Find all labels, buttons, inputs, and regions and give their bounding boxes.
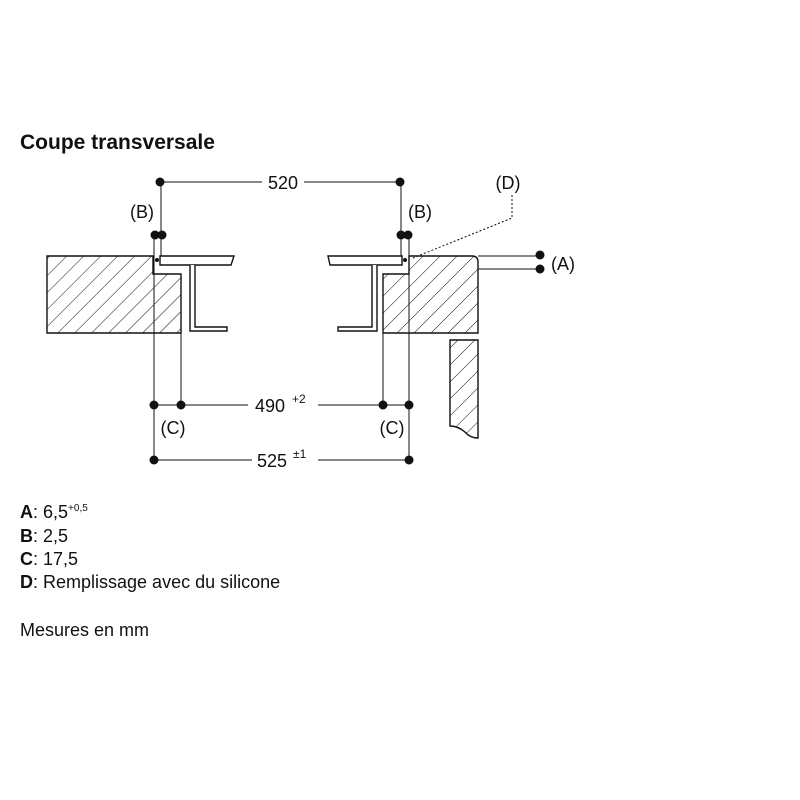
right-countertop	[382, 255, 479, 334]
label-b-right: (B)	[408, 202, 432, 222]
label-a: (A)	[551, 254, 575, 274]
dim-490: 490	[255, 396, 285, 416]
right-bracket	[337, 265, 378, 332]
left-countertop	[46, 255, 182, 334]
silicone-seal-left	[155, 258, 159, 262]
legend-item-a: A: 6,5+0,5	[20, 502, 88, 522]
dim-490-tolerance: +2	[292, 392, 306, 406]
dim-520: 520	[268, 173, 298, 193]
label-d: (D)	[496, 173, 521, 193]
dim-525: 525	[257, 451, 287, 471]
label-c-left: (C)	[161, 418, 186, 438]
diagram-title: Coupe transversale	[20, 131, 215, 154]
cabinet-side-panel	[449, 339, 479, 439]
label-c-right: (C)	[380, 418, 405, 438]
dim-525-tolerance: ±1	[293, 447, 307, 461]
left-bracket	[189, 265, 228, 332]
legend-item-d: D: Remplissage avec du silicone	[20, 572, 281, 592]
legend-item-b: B: 2,5	[20, 526, 69, 546]
legend-item-c: C: 17,5	[20, 549, 79, 569]
units-note: Mesures en mm	[20, 620, 150, 640]
silicone-seal-right	[403, 258, 407, 262]
label-b-left: (B)	[130, 202, 154, 222]
right-hob-glass	[327, 255, 403, 266]
left-hob-glass	[159, 255, 235, 266]
